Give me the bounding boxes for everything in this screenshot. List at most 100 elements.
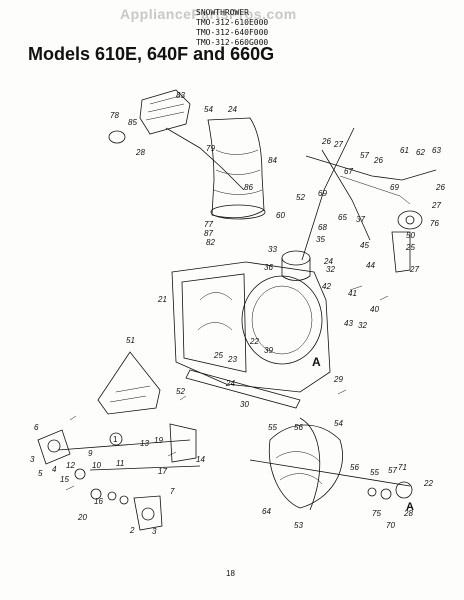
part-number: 26 [321,137,331,146]
part-number: 86 [244,183,253,192]
part-number: 12 [66,461,75,470]
part-number: 26 [435,183,445,192]
part-number: 21 [157,295,167,304]
part-number: 69 [318,189,327,198]
part-number: 33 [268,245,277,254]
part-number: 78 [110,111,119,120]
part-number: 5 [38,469,43,478]
callout-letter: A [312,355,321,369]
part-number: 44 [366,261,375,270]
part-number: 3 [152,527,157,536]
part-number: 16 [94,497,103,506]
mounting-bracket [391,231,411,273]
part-number: 25 [213,351,223,360]
discharge-chute [207,117,265,219]
scraper-bar [185,369,301,409]
part-number: 25 [405,243,415,252]
part-number: 82 [206,238,215,247]
lower-bearing-housing [133,495,163,531]
part-number: 7 [170,487,175,496]
model-code-line: TMO-312-640F000 [196,28,269,37]
callout-circle-label: 1 [113,435,118,444]
part-number: 23 [227,355,237,364]
pulley-wheel [397,210,423,230]
chute-adapter-ring [281,250,311,266]
left-bearing-housing [37,429,71,465]
part-number: 52 [296,193,305,202]
part-number: 32 [358,321,367,330]
part-number: 76 [430,219,439,228]
drive-shaft [57,439,191,451]
part-number: 27 [333,140,343,149]
part-number: 22 [423,479,433,488]
part-number: 51 [126,336,135,345]
impeller-housing-ring [241,275,323,365]
drive-shaft-lower [89,465,201,471]
part-number: 70 [386,521,395,530]
part-number: 40 [370,305,379,314]
part-number: 24 [227,105,237,114]
part-number: 60 [276,211,285,220]
part-number: 19 [154,436,163,445]
part-number: 57 [388,466,397,475]
part-number: 71 [398,463,407,472]
callout-circle [109,432,123,446]
part-number: 3 [30,455,35,464]
auger-blade-spiral [299,417,321,511]
part-number: 27 [409,265,419,274]
part-number: 32 [326,265,335,274]
part-number: 67 [344,167,353,176]
part-number: 56 [350,463,359,472]
part-number: 54 [334,419,343,428]
part-number: 28 [135,148,145,157]
part-labels: 83 78 85 54 24 28 79 84 86 77 87 82 26 2… [30,91,445,536]
part-number: 37 [356,215,365,224]
part-number: 36 [264,263,273,272]
part-number: 42 [322,282,331,291]
page-title: Models 610E, 640F and 660G [28,44,275,64]
callout-letter-right: A [406,501,414,513]
part-number: 4 [52,465,57,474]
part-number: 75 [372,509,381,518]
part-number: 24 [225,379,235,388]
right-bearing-housing [169,423,197,463]
auger-blade [268,424,343,509]
part-number: 13 [140,439,149,448]
part-number: 85 [128,118,137,127]
part-number: 56 [294,423,303,432]
part-number: 10 [92,461,101,470]
part-number: 2 [129,526,135,535]
part-number: 45 [360,241,369,250]
part-number: 64 [262,507,271,516]
exploded-parts-diagram: 83 78 85 54 24 28 79 84 86 77 87 82 26 2… [30,89,445,536]
part-number: 69 [390,183,399,192]
chute-base-ring [210,204,266,220]
part-number: 22 [249,337,259,346]
part-number: 26 [373,156,383,165]
part-number: 41 [348,289,357,298]
part-number: 65 [338,213,347,222]
part-number: 53 [294,521,303,530]
part-number: 55 [370,468,379,477]
chute-crank-rod [165,127,245,191]
part-number: 20 [77,513,87,522]
part-number: 35 [316,235,325,244]
part-number: 9 [88,449,93,458]
part-number: 83 [176,91,185,100]
part-number: 29 [333,375,343,384]
part-number: 77 [204,220,213,229]
part-number: 28 [403,509,413,518]
part-number: 17 [158,467,167,476]
part-number: 11 [116,459,124,468]
part-number: 79 [206,144,215,153]
part-number: 55 [268,423,277,432]
part-number: 68 [318,223,327,232]
part-number: 30 [240,400,249,409]
auger-housing [171,261,331,393]
part-number: 62 [416,148,425,157]
part-number: 27 [431,201,441,210]
auger-gear [395,481,413,499]
part-number: 24 [323,257,333,266]
chute-knob [108,130,126,144]
